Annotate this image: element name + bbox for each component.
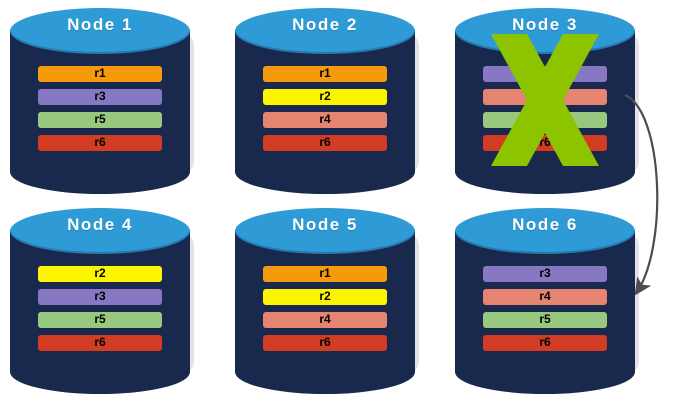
replica-label: r6 [539, 335, 551, 349]
database-node-3[interactable]: Node 3 r3 r4 r5 r6 [455, 8, 639, 194]
node-title: Node 1 [67, 15, 133, 34]
replica-label: r1 [94, 66, 106, 80]
replica-label: r6 [319, 335, 331, 349]
replica-label: r5 [94, 312, 106, 326]
database-node-5[interactable]: Node 5 r1 r2 r4 r6 [235, 208, 419, 394]
node-title: Node 4 [67, 215, 133, 234]
replica-bar[interactable]: r1 [263, 266, 387, 282]
replica-bar[interactable]: r5 [483, 312, 607, 328]
cylinder-bottom [235, 150, 415, 194]
replica-list: r3 r4 r5 r6 [483, 266, 607, 351]
replica-label: r2 [94, 266, 106, 280]
replica-bar[interactable]: r1 [38, 66, 162, 82]
replica-list: r1 r3 r5 r6 [38, 66, 162, 151]
replica-list: r1 r2 r4 r6 [263, 66, 387, 151]
replica-label: r3 [539, 66, 551, 80]
replica-label: r5 [539, 112, 551, 126]
cylinder-bottom [455, 350, 635, 394]
replica-bar[interactable]: r3 [483, 266, 607, 282]
replica-label: r3 [539, 266, 551, 280]
replica-bar[interactable]: r2 [38, 266, 162, 282]
replica-bar[interactable]: r4 [483, 289, 607, 305]
replica-bar[interactable]: r6 [483, 335, 607, 351]
replica-bar[interactable]: r4 [263, 312, 387, 328]
replica-bar[interactable]: r6 [38, 335, 162, 351]
database-node-4[interactable]: Node 4 r2 r3 r5 r6 [10, 208, 194, 394]
replica-bar[interactable]: r6 [483, 135, 607, 151]
replica-bar[interactable]: r5 [483, 112, 607, 128]
replica-label: r4 [539, 89, 551, 103]
replica-bar[interactable]: r2 [263, 289, 387, 305]
cylinder-top [10, 208, 190, 254]
replica-bar[interactable]: r3 [38, 89, 162, 105]
replica-bar[interactable]: r4 [483, 89, 607, 105]
replica-bar[interactable]: r5 [38, 112, 162, 128]
database-node-6[interactable]: Node 6 r3 r4 r5 r6 [455, 208, 639, 394]
replica-label: r2 [319, 89, 331, 103]
replica-label: r5 [94, 112, 106, 126]
replica-label: r1 [319, 266, 331, 280]
replica-label: r4 [319, 112, 331, 126]
cylinder-top [235, 8, 415, 54]
replica-label: r6 [319, 135, 331, 149]
replica-list: r3 r4 r5 r6 [483, 66, 607, 151]
replica-label: r4 [539, 289, 551, 303]
replica-bar[interactable]: r5 [38, 312, 162, 328]
replica-label: r4 [319, 312, 331, 326]
replica-bar[interactable]: r2 [263, 89, 387, 105]
replica-list: r2 r3 r5 r6 [38, 266, 162, 351]
database-node-1[interactable]: Node 1 r1 r3 r5 r6 [10, 8, 194, 194]
cylinder-bottom [10, 150, 190, 194]
cylinder-bottom [455, 150, 635, 194]
replica-label: r6 [94, 135, 106, 149]
replica-bar[interactable]: r3 [483, 66, 607, 82]
cylinder-bottom [235, 350, 415, 394]
node-title: Node 5 [292, 215, 358, 234]
replica-label: r3 [94, 289, 106, 303]
replica-label: r2 [319, 289, 331, 303]
cylinder-top [455, 208, 635, 254]
replica-bar[interactable]: r6 [263, 135, 387, 151]
replica-list: r1 r2 r4 r6 [263, 266, 387, 351]
replica-bar[interactable]: r1 [263, 66, 387, 82]
replica-label: r1 [319, 66, 331, 80]
node-title: Node 6 [512, 215, 578, 234]
replica-label: r5 [539, 312, 551, 326]
replica-bar[interactable]: r6 [263, 335, 387, 351]
node-title: Node 3 [512, 15, 578, 34]
database-node-2[interactable]: Node 2 r1 r2 r4 r6 [235, 8, 419, 194]
replica-label: r3 [94, 89, 106, 103]
replica-label: r6 [539, 135, 551, 149]
cylinder-top [10, 8, 190, 54]
replica-bar[interactable]: r6 [38, 135, 162, 151]
node-title: Node 2 [292, 15, 358, 34]
replica-bar[interactable]: r4 [263, 112, 387, 128]
cylinder-bottom [10, 350, 190, 394]
replica-bar[interactable]: r3 [38, 289, 162, 305]
cylinder-top [235, 208, 415, 254]
replica-label: r6 [94, 335, 106, 349]
